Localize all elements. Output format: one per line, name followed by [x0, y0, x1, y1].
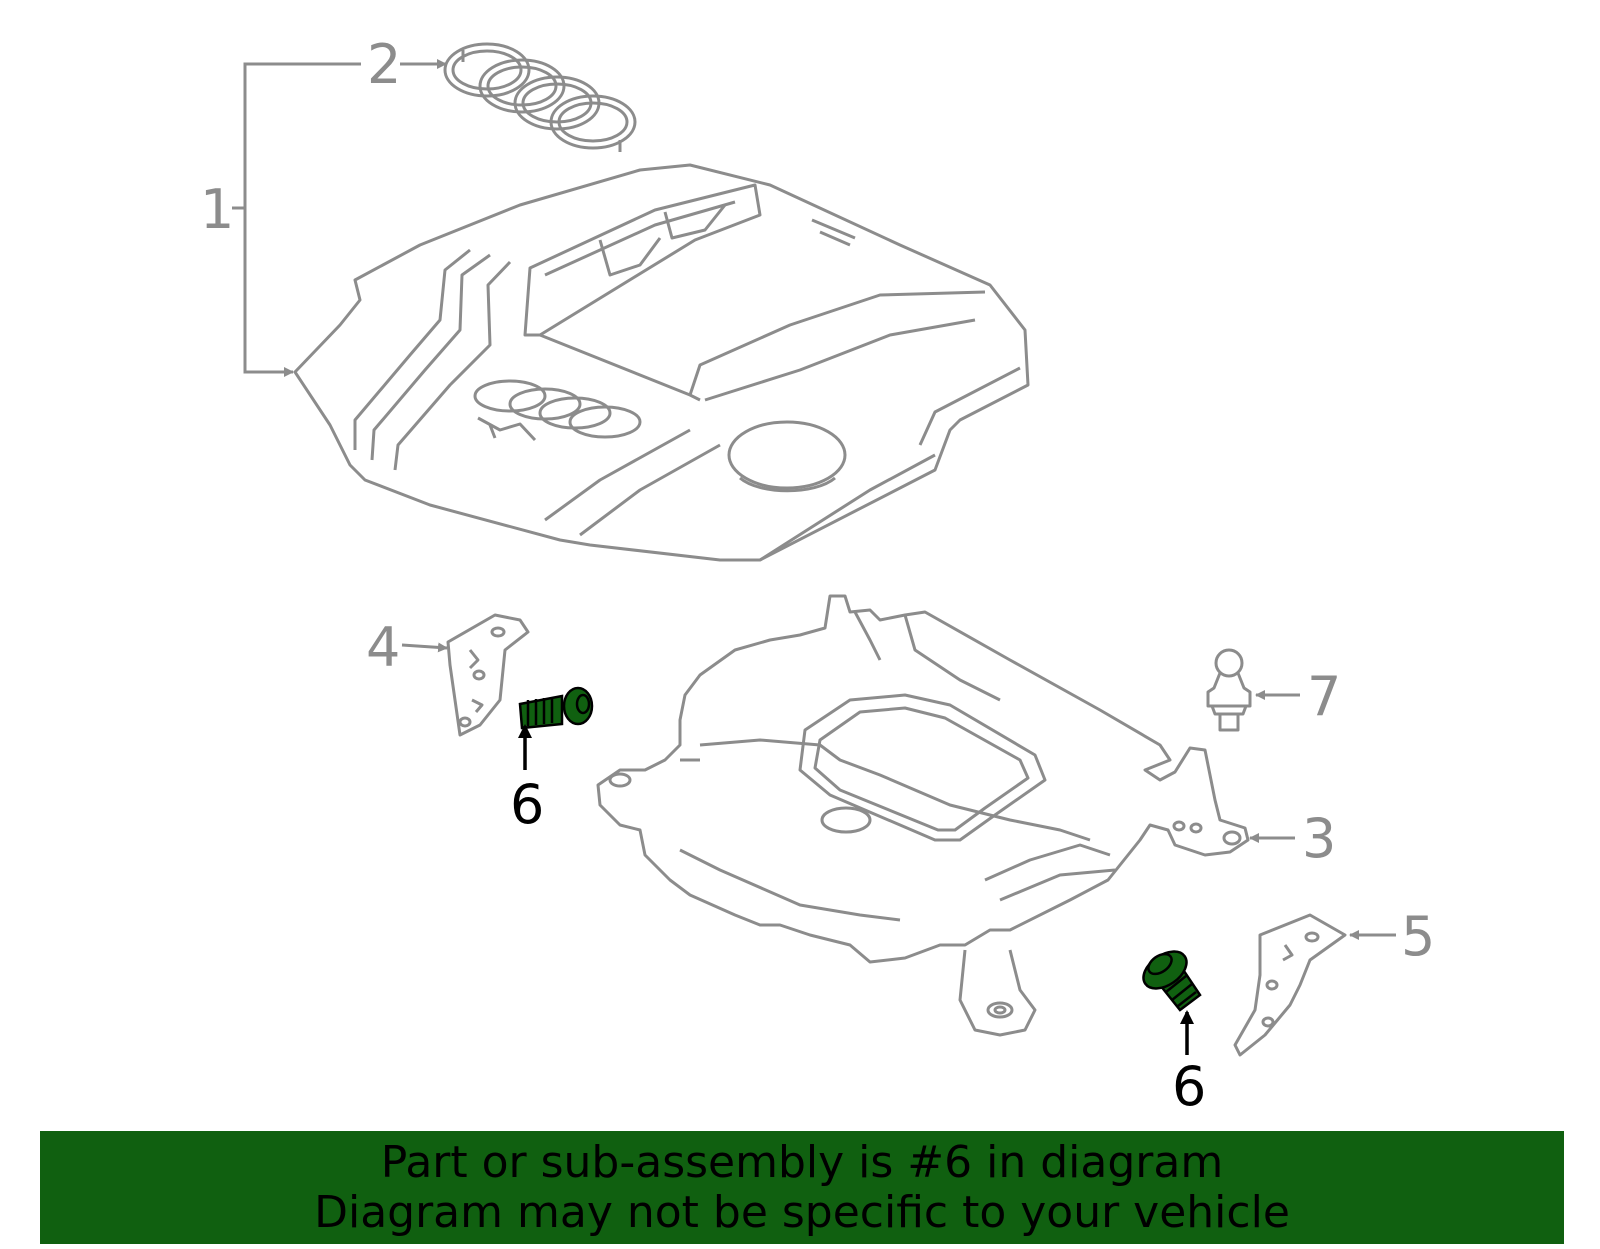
banner-line-1: Part or sub-assembly is #6 in diagram: [380, 1136, 1224, 1188]
lower-cover: [596, 594, 1250, 1037]
bolt-6-right: [1142, 950, 1202, 1012]
callout-3: 3: [1302, 807, 1337, 870]
cover-logo: [473, 379, 642, 442]
callout-5: 5: [1401, 905, 1436, 968]
banner-line-2: Diagram may not be specific to your vehi…: [314, 1186, 1290, 1238]
callout-6-right: 6: [1172, 1055, 1207, 1118]
parts-diagram: [232, 42, 1396, 1057]
callout-7: 7: [1307, 665, 1342, 728]
grommet-7: [1206, 648, 1252, 732]
bracket-5: [1233, 913, 1347, 1057]
info-banner: Part or sub-assembly is #6 in diagram Di…: [40, 1131, 1564, 1244]
bracket-4: [446, 613, 530, 737]
leader-lines-highlight: [518, 724, 1194, 1055]
bolt-6-left: [518, 686, 594, 730]
callout-2: 2: [367, 33, 402, 96]
callout-1: 1: [200, 178, 235, 241]
callout-4: 4: [366, 616, 401, 679]
engine-cover: [293, 163, 1030, 562]
callout-6-left: 6: [510, 773, 545, 836]
leader-lines: [232, 59, 1396, 940]
emblem-rings: [443, 42, 637, 152]
